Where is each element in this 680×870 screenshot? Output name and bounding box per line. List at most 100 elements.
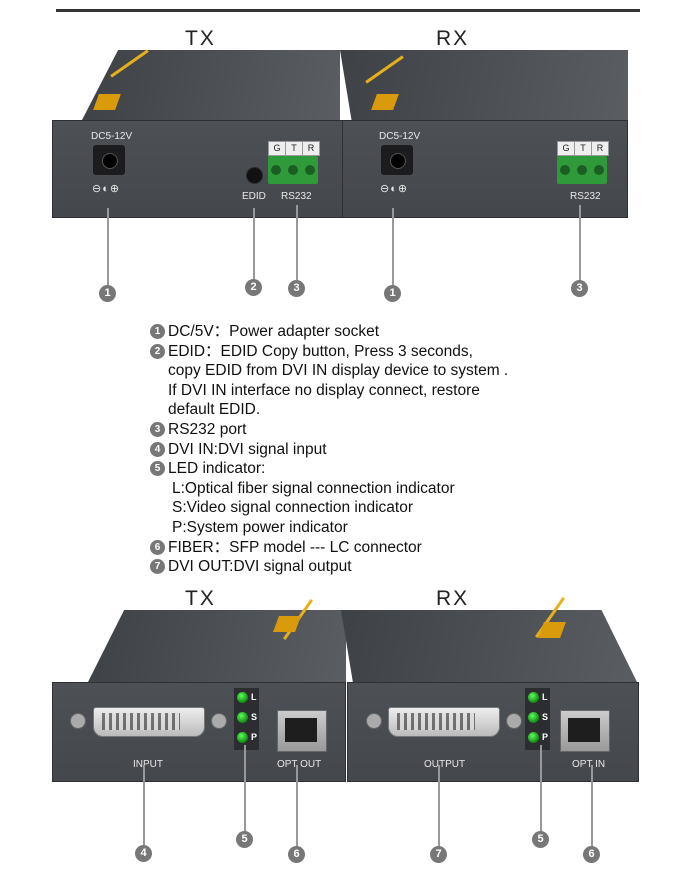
legend-item: 6 FIBER：SFP model --- LC connector [150,538,570,558]
rx-device-lid [341,610,637,682]
legend-text: LED indicator: [168,460,266,478]
led-p-label: P [542,732,549,742]
legend-text: DVI OUT:DVI signal output [168,558,352,576]
input-label: INPUT [133,759,163,770]
led-p-label: P [251,732,258,742]
led-l-label: L [542,692,548,702]
legend-number: 1 [150,324,165,340]
dvi-out-port[interactable] [388,707,500,737]
callout-1-badge: 1 [384,285,401,302]
led-l [237,692,248,703]
screw-icon [366,713,382,729]
tx-rear-face: DC5-12V ⊖◐⊕ EDID G T R RS232 [52,120,344,218]
leader-line [540,745,542,833]
dc-power-socket[interactable] [93,145,125,175]
callout-5-badge: 5 [236,831,253,848]
callout-3-badge: 3 [571,280,588,297]
rs232-pin-legend: G T R [557,141,609,156]
tx-device-rear: DC5-12V ⊖◐⊕ EDID G T R RS232 [52,49,344,218]
rx-device-rear: DC5-12V ⊖◐⊕ G T R RS232 [340,50,628,218]
screw-icon [211,713,227,729]
leader-line [253,208,255,280]
output-label: OUTPUT [424,759,466,770]
opt-in-label: OPT IN [572,759,606,770]
leader-line [244,745,246,833]
legend-item: 4 DVI IN:DVI signal input [150,440,570,460]
led-s [237,712,248,723]
legend-item: 2 EDID：EDID Copy button, Press 3 seconds… [150,342,570,362]
pin-g-label: G [269,142,286,155]
opt-out-label: OPT OUT [277,759,322,770]
callout-4-badge: 4 [135,845,152,862]
legend-text: S:Video signal connection indicator [172,499,413,517]
leader-line [591,765,593,847]
legend-text: If DVI IN interface no display connect, … [168,381,480,399]
legend-item: 1 DC/5V：Power adapter socket [150,322,570,342]
leader-line [143,765,145,848]
legend-text: P:System power indicator [172,518,348,536]
rx-rear-face: DC5-12V ⊖◐⊕ G T R RS232 [342,120,628,218]
legend-number: 6 [150,539,165,555]
sfp-opt-in-port[interactable] [560,710,610,752]
pin-t-label: T [286,142,303,155]
led-l-label: L [251,692,257,702]
rs232-terminal[interactable] [268,156,318,184]
rx-bottom-header: RX [436,587,470,610]
edid-label: EDID [242,191,266,202]
callout-3-badge: 3 [288,280,305,297]
tx-bottom-header: TX [185,587,216,610]
legend-number: 2 [150,343,165,359]
callout-2-badge: 2 [245,279,262,296]
legend-text: FIBER：SFP model --- LC connector [168,538,422,556]
rx-device-front: OUTPUT L S P OPT IN [341,596,639,782]
legend-number: 7 [150,559,165,575]
led-s [528,712,539,723]
tx-device-lid [82,50,340,120]
polarity-icon: ⊖◐⊕ [380,183,409,195]
legend-number: 5 [150,461,165,477]
led-l [528,692,539,703]
tx-front-face: INPUT L S P OPT OUT [52,682,346,782]
callout-1-badge: 1 [99,285,116,302]
led-panel: L S P [234,688,259,750]
rs232-terminal[interactable] [557,156,607,184]
rs232-label: RS232 [570,191,601,202]
led-panel: L S P [525,688,550,750]
dc-label: DC5-12V [91,131,133,142]
legend-text: DVI IN:DVI signal input [168,440,327,458]
screw-icon [70,713,86,729]
polarity-icon: ⊖◐⊕ [92,183,121,195]
led-p [528,732,539,743]
pin-g-label: G [558,142,575,155]
dc-label: DC5-12V [379,131,421,142]
rx-front-face: OUTPUT L S P OPT IN [347,682,639,782]
legend-text: DC/5V：Power adapter socket [168,323,380,340]
callout-6-badge: 6 [583,846,600,863]
sfp-opt-out-port[interactable] [277,710,327,752]
top-rule [56,9,640,12]
callout-5-badge: 5 [532,831,549,848]
rs232-label: RS232 [281,191,312,202]
legend-text: default EDID. [168,401,261,419]
legend-number: 4 [150,441,165,457]
legend-item: 5 LED indicator: [150,459,570,479]
rx-top-header: RX [436,27,470,50]
dvi-in-port[interactable] [93,707,205,737]
rs232-pin-legend: G T R [268,141,320,156]
edid-button[interactable] [246,167,263,184]
callout-6-badge: 6 [288,846,305,863]
leader-line [438,765,440,847]
screw-icon [506,713,522,729]
led-s-label: S [542,712,549,722]
pin-r-label: R [307,143,315,153]
leader-line [107,208,109,286]
pin-t-label: T [575,142,592,155]
legend-text: EDID：EDID Copy button, Press 3 seconds, [168,342,473,360]
led-s-label: S [251,712,258,722]
leader-line [392,208,394,286]
legend-text: RS232 port [168,420,247,438]
tx-device-front: INPUT L S P OPT OUT [52,598,346,782]
callout-7-badge: 7 [430,846,447,863]
dc-power-socket[interactable] [381,145,413,175]
legend-list: 1 DC/5V：Power adapter socket 2 EDID：EDID… [150,322,570,577]
